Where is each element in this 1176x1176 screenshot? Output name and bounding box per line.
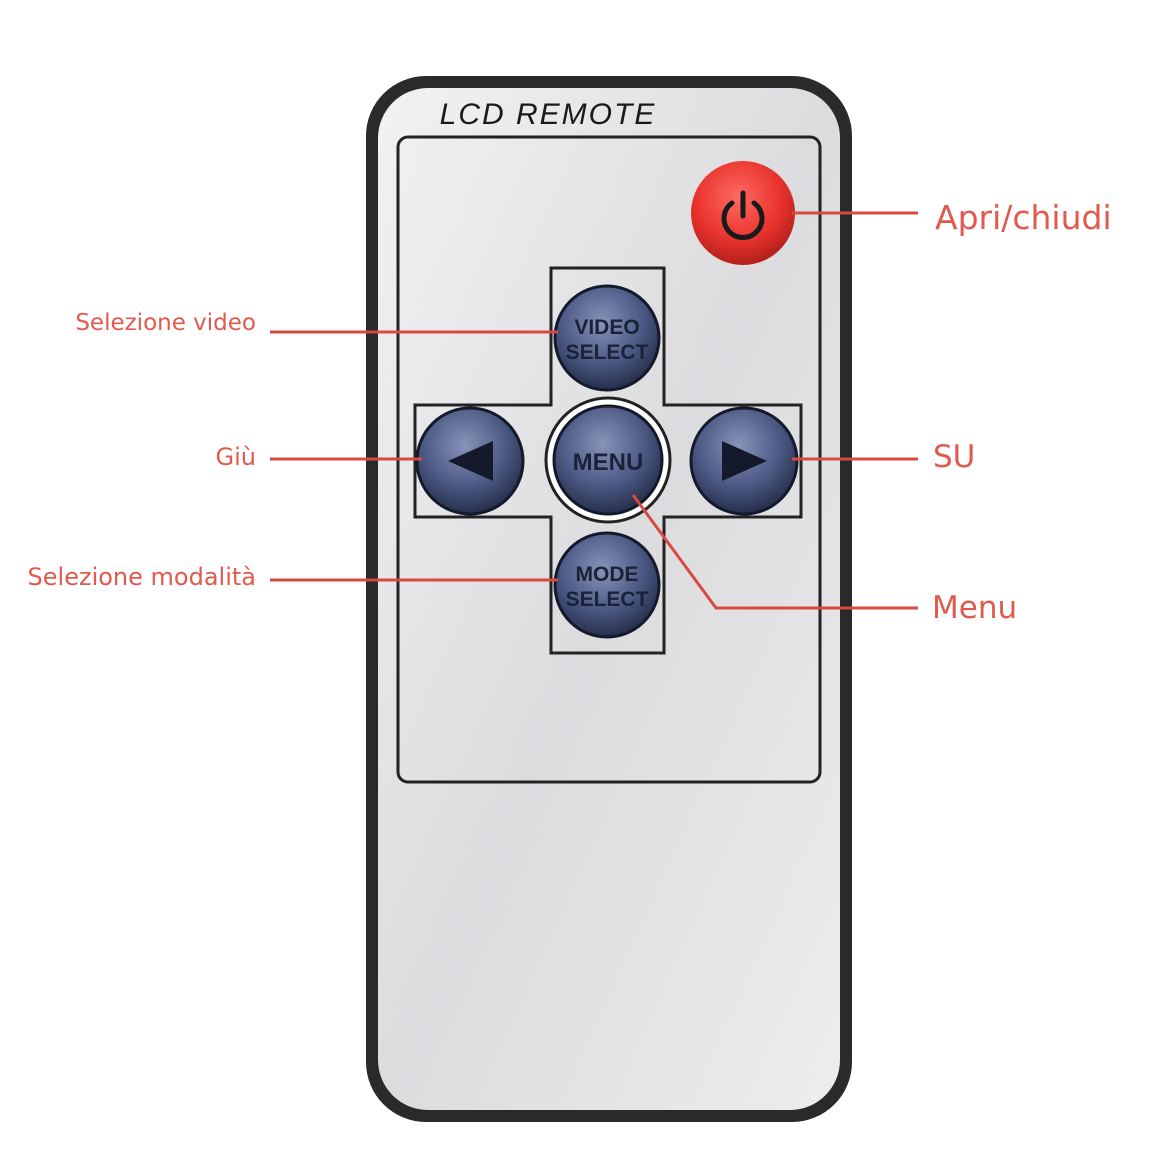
power-icon — [721, 190, 765, 240]
right-arrow-icon — [722, 441, 767, 481]
callout-left: Giù — [216, 443, 256, 471]
video-select-line1: VIDEO — [574, 316, 639, 339]
left-arrow-icon — [448, 441, 493, 481]
callout-power: Apri/chiudi — [935, 198, 1112, 237]
remote-header-label: LCD REMOTE — [440, 98, 657, 131]
video-select-button[interactable]: VIDEO SELECT — [553, 284, 661, 392]
callout-mode-select: Selezione modalità — [28, 563, 256, 591]
callout-line-menu — [631, 494, 918, 610]
callout-video-select: Selezione video — [75, 310, 256, 336]
video-select-line2: SELECT — [566, 341, 649, 364]
menu-button-label: MENU — [573, 449, 644, 476]
mode-select-button[interactable]: MODE SELECT — [553, 531, 661, 639]
right-button[interactable] — [689, 406, 799, 516]
callout-menu: Menu — [932, 590, 1017, 626]
dpad-outline — [413, 266, 803, 655]
mode-select-line2: SELECT — [566, 588, 649, 611]
left-button[interactable] — [415, 406, 525, 516]
menu-button[interactable]: MENU — [544, 396, 672, 524]
mode-select-line1: MODE — [576, 563, 639, 586]
power-button[interactable] — [691, 161, 795, 265]
callout-right: SU — [933, 439, 975, 475]
callout-lines — [270, 211, 918, 610]
